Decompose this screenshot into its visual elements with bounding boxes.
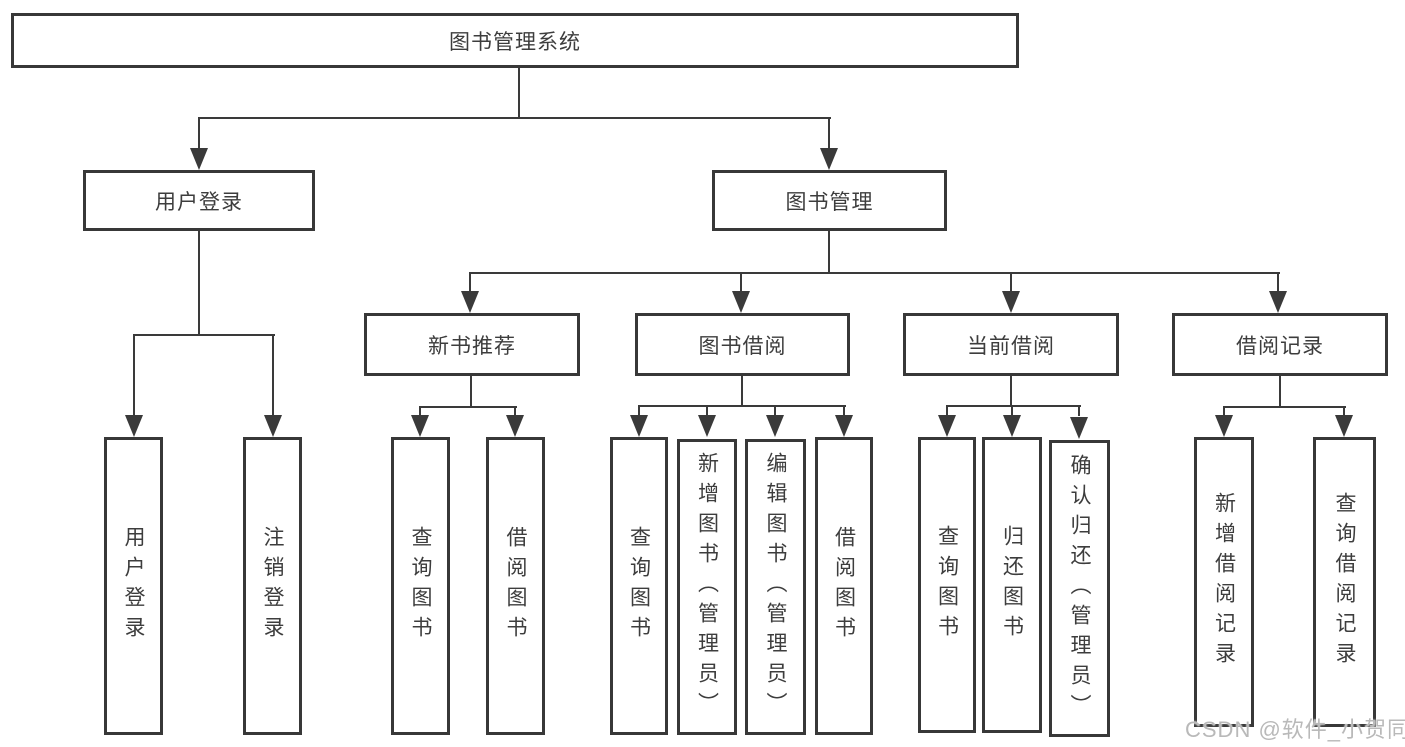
arrow-book-borrowing <box>732 291 750 313</box>
node-borrowing-records: 借阅记录 <box>1172 313 1388 376</box>
leaf-user-login-label: 用户登录 <box>122 526 145 646</box>
leaf-confirm-return-admin-label: 确认归还（管理员） <box>1068 453 1091 724</box>
connector-stem-leaf-logout <box>272 334 274 415</box>
connector-stem-return-book <box>1011 405 1013 416</box>
leaf-query-borrow-record: 查询借阅记录 <box>1313 437 1376 727</box>
connector-stem-user-login <box>198 117 200 150</box>
leaf-query-books-recommend: 查询图书 <box>391 437 450 735</box>
leaf-user-login: 用户登录 <box>104 437 163 735</box>
connector-stem-query-borrow-record <box>1343 406 1345 416</box>
leaf-return-book: 归还图书 <box>982 437 1042 733</box>
leaf-edit-book-admin-label: 编辑图书（管理员） <box>764 452 787 722</box>
connector-recommend-bar <box>419 406 517 408</box>
arrow-add-book-admin <box>698 415 716 437</box>
connector-stem-confirm-return-admin <box>1078 405 1080 416</box>
arrow-leaf-logout <box>264 415 282 437</box>
leaf-borrow-books-recommend: 借阅图书 <box>486 437 545 735</box>
arrow-book-management <box>820 148 838 170</box>
connector-stem-query-books-recommend <box>419 406 421 416</box>
leaf-query-books-current-label: 查询图书 <box>935 525 959 645</box>
connector-stem-current-borrowing <box>1010 272 1012 291</box>
leaf-logout: 注销登录 <box>243 437 302 735</box>
connector-user-login-bar <box>133 334 275 336</box>
connector-book-management-bar <box>469 272 1280 274</box>
leaf-logout-label: 注销登录 <box>261 526 284 646</box>
arrow-query-books-current <box>938 415 956 437</box>
leaf-add-borrow-record-label: 新增借阅记录 <box>1212 492 1236 672</box>
leaf-query-books-borrowing: 查询图书 <box>610 437 668 735</box>
connector-book-management-drop <box>828 231 830 274</box>
connector-borrowing-bar <box>638 405 846 407</box>
connector-stem-borrowing-records <box>1277 272 1279 291</box>
node-root-label: 图书管理系统 <box>449 30 581 54</box>
connector-records-drop <box>1279 376 1281 408</box>
connector-stem-new-book-recommend <box>469 272 471 291</box>
connector-user-login-drop <box>198 231 200 336</box>
connector-stem-add-borrow-record <box>1223 406 1225 416</box>
leaf-query-books-recommend-label: 查询图书 <box>409 526 432 646</box>
arrow-query-books-borrowing <box>630 415 648 437</box>
leaf-query-books-current: 查询图书 <box>918 437 976 733</box>
arrow-leaf-user-login <box>125 415 143 437</box>
leaf-query-borrow-record-label: 查询借阅记录 <box>1333 492 1356 672</box>
leaf-confirm-return-admin: 确认归还（管理员） <box>1049 440 1110 737</box>
node-book-borrowing-label: 图书借阅 <box>698 334 787 358</box>
arrow-confirm-return-admin <box>1070 417 1088 439</box>
node-user-login: 用户登录 <box>83 170 315 231</box>
node-current-borrowing: 当前借阅 <box>903 313 1119 376</box>
arrow-borrow-books-2 <box>835 415 853 437</box>
connector-stem-book-management <box>828 117 830 150</box>
connector-stem-edit-book-admin <box>774 405 776 416</box>
connector-stem-borrow-books-2 <box>843 405 845 416</box>
node-new-book-recommend: 新书推荐 <box>364 313 580 376</box>
connector-stem-borrow-books-recommend <box>514 406 516 416</box>
connector-stem-query-books-borrowing <box>638 405 640 416</box>
arrow-query-books-recommend <box>411 415 429 437</box>
arrow-user-login <box>190 148 208 170</box>
connector-stem-book-borrowing <box>740 272 742 291</box>
node-root: 图书管理系统 <box>11 13 1019 68</box>
arrow-query-borrow-record <box>1335 415 1353 437</box>
node-book-management-label: 图书管理 <box>785 190 874 214</box>
node-new-book-recommend-label: 新书推荐 <box>428 334 516 358</box>
connector-stem-leaf-user-login <box>133 334 135 415</box>
arrow-return-book <box>1003 415 1021 437</box>
connector-stem-query-books-current <box>946 405 948 416</box>
arrow-borrowing-records <box>1269 291 1287 313</box>
leaf-add-book-admin-label: 新增图书（管理员） <box>695 452 719 722</box>
connector-current-drop <box>1010 376 1012 407</box>
node-current-borrowing-label: 当前借阅 <box>967 334 1055 358</box>
csdn-watermark: CSDN @软件_小贺同学 <box>1185 717 1405 742</box>
arrow-add-borrow-record <box>1215 415 1233 437</box>
arrow-edit-book-admin <box>766 415 784 437</box>
arrow-current-borrowing <box>1002 291 1020 313</box>
leaf-borrow-books-2-label: 借阅图书 <box>832 526 856 646</box>
node-book-borrowing: 图书借阅 <box>635 313 850 376</box>
leaf-return-book-label: 归还图书 <box>1000 525 1024 645</box>
connector-current-bar <box>946 405 1081 407</box>
leaf-add-borrow-record: 新增借阅记录 <box>1194 437 1254 727</box>
leaf-borrow-books-2: 借阅图书 <box>815 437 873 735</box>
connector-borrowing-drop <box>741 376 743 407</box>
leaf-add-book-admin: 新增图书（管理员） <box>677 439 737 735</box>
leaf-edit-book-admin: 编辑图书（管理员） <box>745 439 806 735</box>
connector-root-bar <box>198 117 831 119</box>
connector-recommend-drop <box>470 376 472 408</box>
leaf-borrow-books-recommend-label: 借阅图书 <box>504 526 527 646</box>
connector-root-drop <box>518 65 520 118</box>
connector-stem-add-book-admin <box>706 405 708 416</box>
node-borrowing-records-label: 借阅记录 <box>1236 334 1324 358</box>
arrow-borrow-books-recommend <box>506 415 524 437</box>
node-book-management: 图书管理 <box>712 170 947 231</box>
node-user-login-label: 用户登录 <box>155 190 243 214</box>
leaf-query-books-borrowing-label: 查询图书 <box>627 526 651 646</box>
connector-records-bar <box>1223 406 1346 408</box>
arrow-new-book-recommend <box>461 291 479 313</box>
